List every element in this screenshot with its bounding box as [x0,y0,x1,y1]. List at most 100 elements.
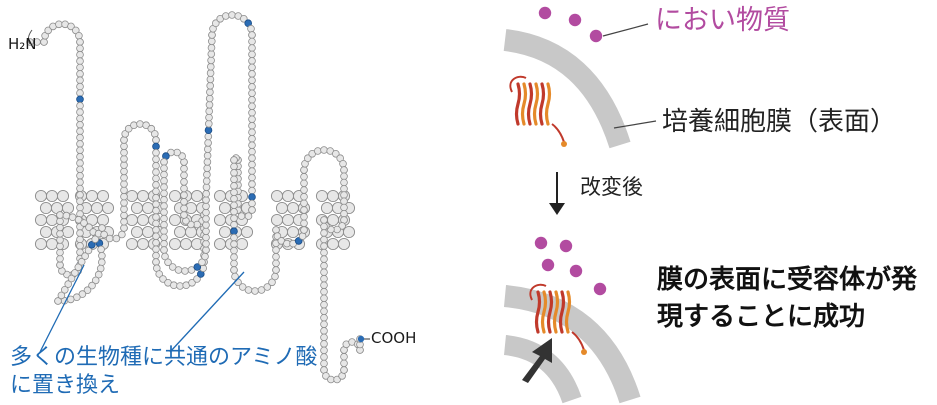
residue [202,189,211,198]
residue [130,121,138,129]
residue [340,352,348,361]
cell-membrane-top [503,29,631,149]
residue [201,252,209,261]
residue [85,189,99,203]
residue [340,203,348,212]
residue [320,229,328,237]
residue [230,175,238,184]
residue [340,366,348,374]
residue [76,38,84,46]
substitution-annotation: 多くの生物種に共通のアミノ酸に置き換え [10,345,318,398]
residue [230,266,238,274]
residue [257,286,266,294]
residue [61,285,69,294]
residue [272,252,280,261]
residue [340,178,348,187]
residue [230,214,238,223]
residue [213,237,227,251]
residue [76,146,84,155]
residue [173,225,187,239]
odorant-molecule-b4 [569,264,583,278]
odorant-molecule-3 [589,29,603,43]
receptor-tail [571,331,585,351]
residue [322,372,330,380]
residue [152,206,160,215]
residue [76,133,84,142]
residue [320,274,328,283]
residue [152,149,160,157]
residue [230,162,238,171]
residue [152,232,160,241]
membrane-schematic [503,6,657,404]
residue [230,259,238,268]
residue [74,215,83,224]
residue [56,261,64,269]
residue [320,313,328,322]
residue [136,237,150,251]
residue [205,113,213,122]
residue [340,191,348,199]
substituted-residue [294,237,303,245]
residue [120,155,128,163]
residue [338,222,346,230]
residue [160,195,168,204]
residue [76,50,84,59]
residue [320,146,328,154]
receptor-helix [526,82,534,126]
residue [141,225,155,239]
snake-plot-receptor [26,11,370,384]
residue [281,213,295,227]
residue [76,184,84,193]
residue [136,189,150,203]
residue [213,189,227,203]
residue [76,172,84,180]
receptor-surface [529,283,587,355]
residue [76,159,84,167]
substituted-residue [204,126,213,134]
residue [152,219,160,228]
residue [204,139,212,147]
residue [160,189,168,198]
residue [90,201,104,215]
residue [230,240,238,248]
residue [248,173,256,182]
residue [237,212,246,220]
residue [248,63,256,72]
residue [300,179,308,188]
residue [315,189,329,203]
residue [327,225,335,234]
residue [125,237,139,251]
residue [248,115,256,124]
residue [160,246,168,254]
residue [168,263,177,271]
transmembrane-helix-1 [34,189,75,251]
residue [326,189,340,203]
residue [248,70,256,78]
residue [91,235,99,244]
residue [76,44,84,53]
residue [76,165,84,174]
residue [271,272,279,281]
residue [76,114,84,123]
residue [286,201,300,215]
residue [167,148,175,157]
residue [39,201,53,215]
odorant-molecule-b5 [593,282,607,296]
residue [180,184,188,193]
residue [320,320,328,329]
residue [202,202,210,211]
residue [160,233,168,242]
odorant-label-leader [602,23,649,37]
residue [76,197,84,206]
residue [94,270,103,279]
residue [231,272,239,281]
residue [56,217,64,226]
residue [62,211,71,220]
residue [180,204,188,213]
residue [120,148,128,157]
residue [160,177,168,185]
residue [83,286,92,295]
residue [76,242,84,250]
residue [238,283,247,291]
membrane-label-leader [613,120,657,129]
